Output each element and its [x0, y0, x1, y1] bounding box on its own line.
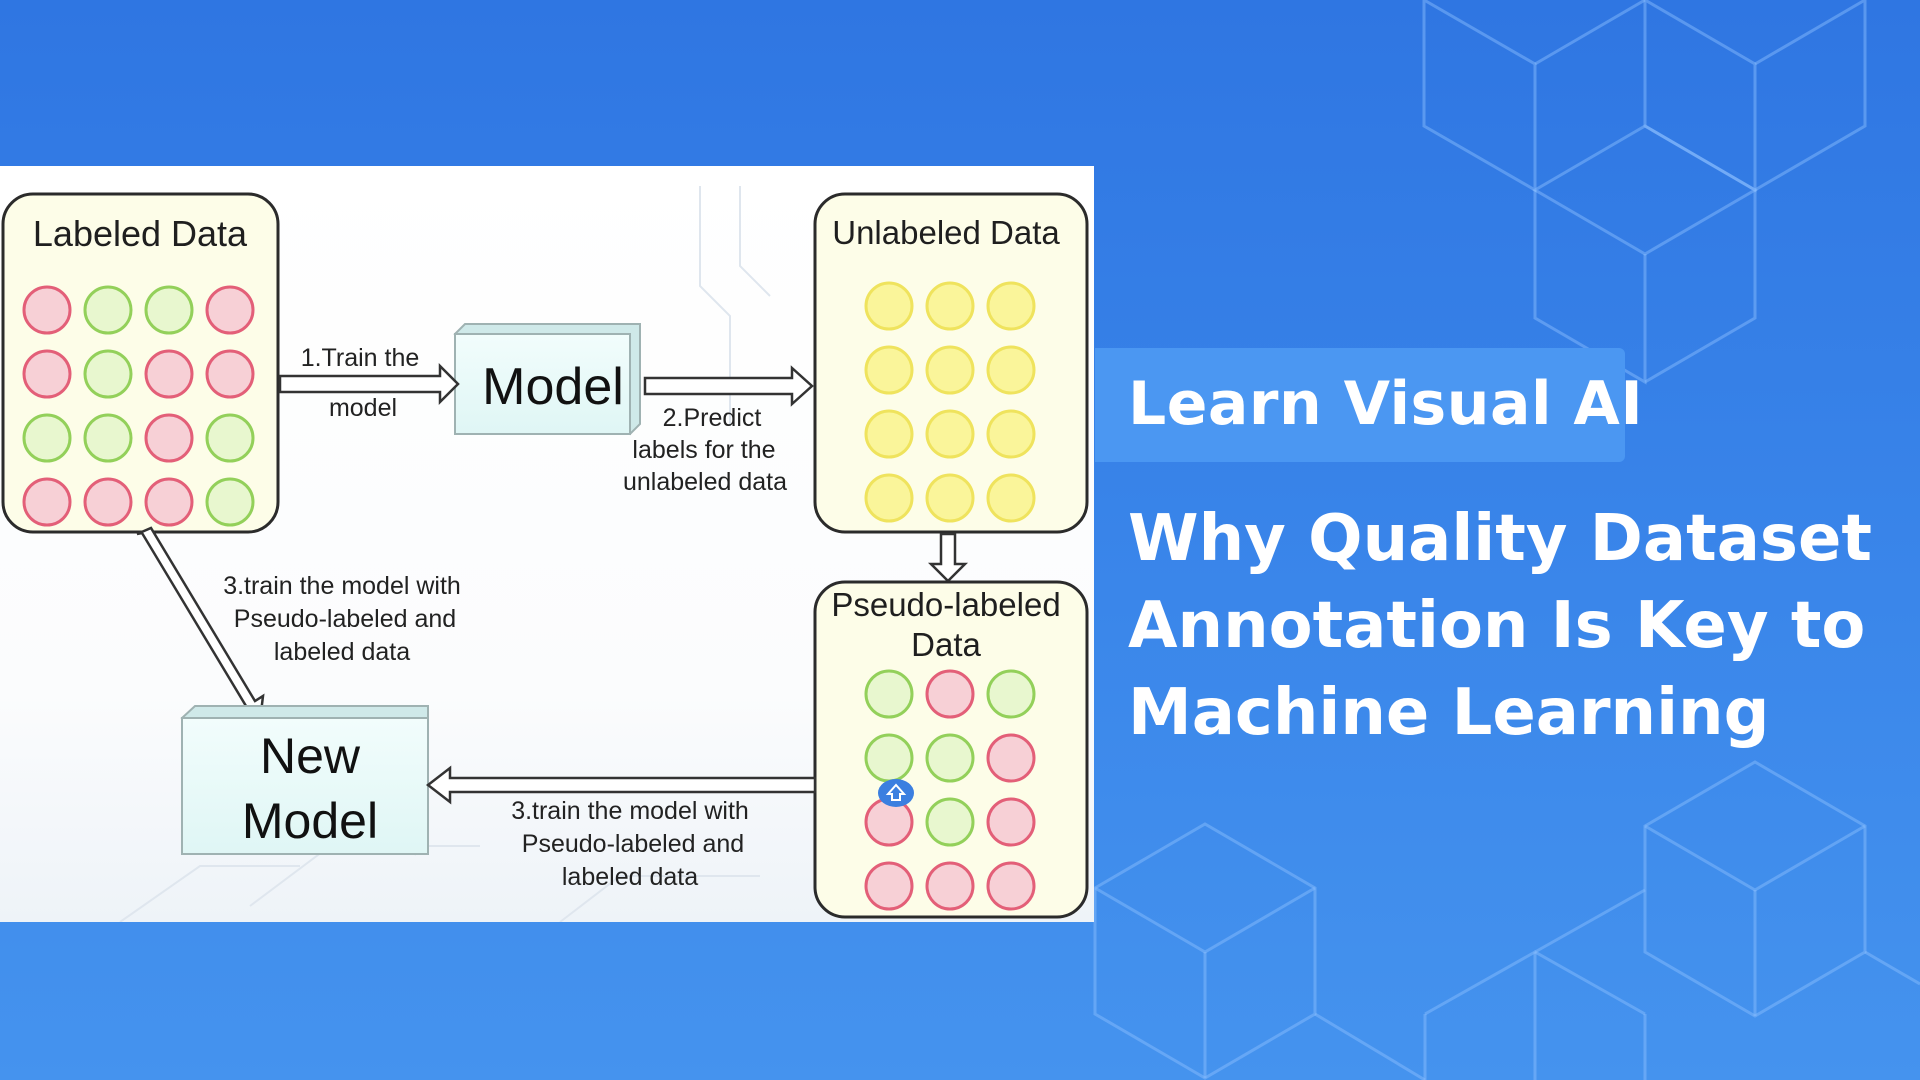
- arrow-bottom-label-line3: labeled data: [562, 863, 698, 891]
- arrow-diagonal-label-line2: Pseudo-labeled and: [234, 605, 456, 633]
- new-model-title-line2: Model: [242, 793, 378, 849]
- arrow-predict-label-line3: unlabeled data: [623, 468, 787, 496]
- red-data-point: [986, 797, 1036, 847]
- home-arrow-icon[interactable]: [878, 779, 914, 807]
- green-data-point: [864, 669, 914, 719]
- red-data-point: [925, 669, 975, 719]
- red-data-point: [925, 861, 975, 911]
- arrow-train-model: [278, 362, 460, 406]
- red-data-point: [205, 349, 255, 399]
- new-model-title-line1: New: [260, 728, 361, 784]
- arrow-train-label-line1: 1.Train the: [301, 344, 420, 372]
- green-data-point: [925, 797, 975, 847]
- arrow-predict-labels: [643, 365, 814, 407]
- yellow-data-point: [925, 473, 975, 523]
- yellow-data-point: [864, 409, 914, 459]
- pseudo-labeled-title-line1: Pseudo-labeled: [831, 586, 1060, 623]
- red-data-point: [144, 413, 194, 463]
- green-data-point: [205, 413, 255, 463]
- green-data-point: [864, 733, 914, 783]
- red-data-point: [864, 861, 914, 911]
- unlabeled-data-title: Unlabeled Data: [832, 214, 1060, 251]
- labeled-data-circles: [22, 285, 255, 527]
- green-data-point: [83, 413, 133, 463]
- arrow-diagonal-label-line1: 3.train the model with: [223, 572, 461, 600]
- article-headline: Why Quality Dataset Annotation Is Key to…: [1128, 496, 1908, 757]
- red-data-point: [864, 797, 914, 847]
- green-data-point: [925, 733, 975, 783]
- yellow-data-point: [864, 281, 914, 331]
- yellow-data-point: [925, 281, 975, 331]
- model-title: Model: [482, 358, 624, 416]
- green-data-point: [144, 285, 194, 335]
- new-model-box: [180, 705, 429, 856]
- unlabeled-data-circles: [864, 281, 1036, 523]
- yellow-data-point: [986, 473, 1036, 523]
- headline-line-1: Why Quality Dataset: [1128, 502, 1872, 576]
- category-tag-label: Learn Visual AI: [1128, 369, 1644, 439]
- green-data-point: [986, 669, 1036, 719]
- yellow-data-point: [925, 345, 975, 395]
- yellow-data-point: [986, 345, 1036, 395]
- arrow-predict-label-line1: 2.Predict: [663, 404, 762, 432]
- red-data-point: [144, 477, 194, 527]
- red-data-point: [22, 477, 72, 527]
- arrow-diagonal-label-line3: labeled data: [274, 638, 410, 666]
- green-data-point: [205, 477, 255, 527]
- arrow-bottom-train: [425, 765, 817, 805]
- green-data-point: [22, 413, 72, 463]
- arrow-predict-label-line2: labels for the: [632, 436, 775, 464]
- pseudo-labeled-title-line2: Data: [911, 626, 981, 663]
- yellow-data-point: [864, 473, 914, 523]
- red-data-point: [986, 733, 1036, 783]
- semi-supervised-diagram: Labeled Data Model 1.Train the model 2.P…: [0, 166, 1094, 922]
- red-data-point: [986, 861, 1036, 911]
- green-data-point: [83, 349, 133, 399]
- headline-line-3: Machine Learning: [1128, 676, 1770, 750]
- model-box: [453, 323, 641, 436]
- red-data-point: [22, 285, 72, 335]
- yellow-data-point: [925, 409, 975, 459]
- yellow-data-point: [986, 409, 1036, 459]
- red-data-point: [83, 477, 133, 527]
- category-tag[interactable]: [1095, 348, 1625, 462]
- yellow-data-point: [986, 281, 1036, 331]
- red-data-point: [22, 349, 72, 399]
- red-data-point: [144, 349, 194, 399]
- arrow-train-label-line2: model: [329, 394, 397, 422]
- yellow-data-point: [864, 345, 914, 395]
- red-data-point: [205, 285, 255, 335]
- green-data-point: [83, 285, 133, 335]
- arrow-bottom-label-line1: 3.train the model with: [511, 797, 749, 825]
- arrow-bottom-label-line2: Pseudo-labeled and: [522, 830, 744, 858]
- circuit-decoration: [119, 186, 771, 922]
- arrow-down-to-pseudo: [927, 532, 969, 583]
- labeled-data-title: Labeled Data: [33, 213, 248, 254]
- headline-line-2: Annotation Is Key to: [1128, 589, 1866, 663]
